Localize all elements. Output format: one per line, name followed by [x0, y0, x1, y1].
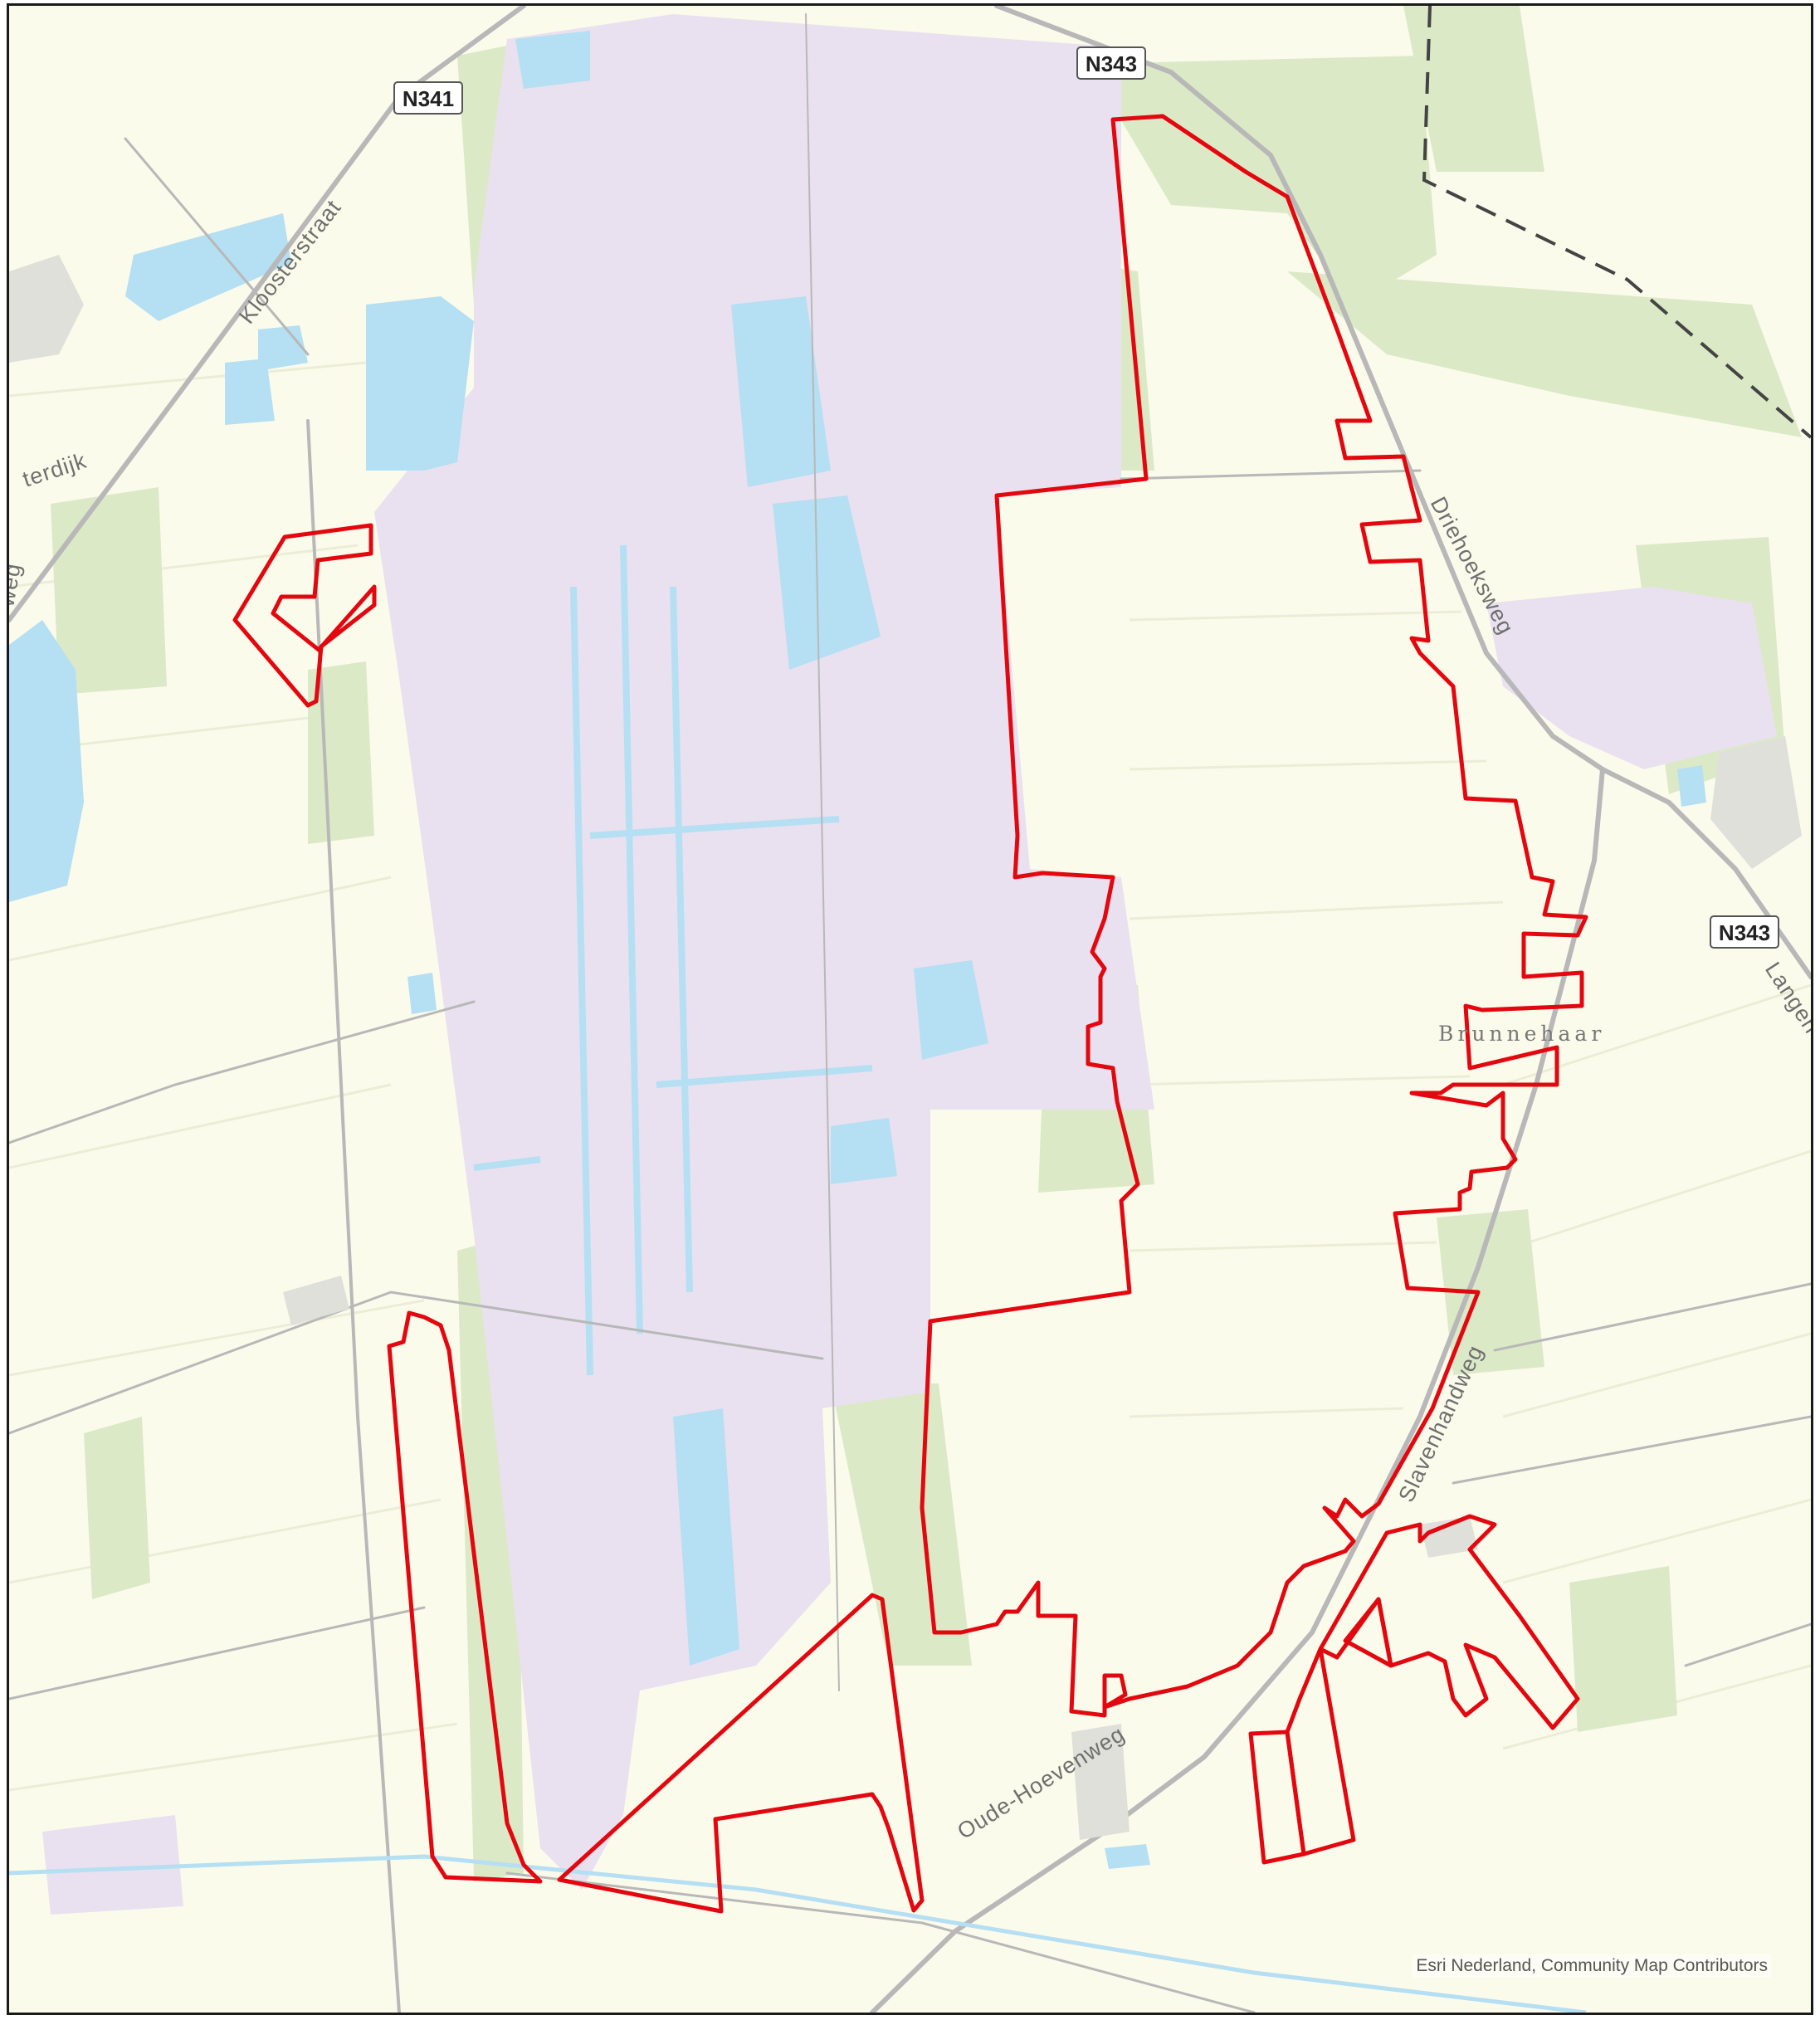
- boundary-west-strip: [387, 1310, 543, 1884]
- road-shield-n343-north: N343: [1076, 46, 1146, 80]
- svg-text:N341: N341: [403, 86, 454, 111]
- map-frame[interactable]: N341 N343 N343 Kloosterstraat terdijk we…: [7, 3, 1813, 2015]
- project-boundary[interactable]: [232, 114, 1588, 1914]
- place-label-brunnehaar: Brunnehaar: [1438, 1022, 1605, 1046]
- svg-text:N343: N343: [1086, 51, 1137, 76]
- built-up-areas: [9, 255, 1802, 1840]
- boundary-northwest-parcel: [232, 523, 377, 708]
- nature-reserve-east: [1486, 587, 1777, 769]
- water-ditches: [473, 544, 873, 1376]
- boundary-south-triangle: [557, 1593, 925, 1914]
- boundary-small-triangle: [1343, 1597, 1393, 1668]
- boundary-southeast-strip-2: [1285, 1647, 1356, 1857]
- road-shield-n343-east: N343: [1710, 915, 1779, 949]
- nature-reserve-main: [374, 14, 1154, 1890]
- svg-text:N343: N343: [1719, 920, 1770, 945]
- map-canvas[interactable]: N341 N343 N343 Kloosterstraat terdijk we…: [9, 6, 1811, 2013]
- water-bodies: [9, 31, 1706, 1869]
- map-attribution: Esri Nederland, Community Map Contributo…: [1413, 1954, 1771, 1978]
- boundary-main-area: [920, 114, 1588, 1718]
- national-border: [1422, 6, 1811, 439]
- nature-reserve-southwest: [42, 1815, 183, 1915]
- canal: [9, 1854, 1587, 2013]
- boundary-east-cluster: [1318, 1514, 1580, 1730]
- road-shield-n341: N341: [393, 81, 463, 115]
- roads: [9, 6, 1811, 2013]
